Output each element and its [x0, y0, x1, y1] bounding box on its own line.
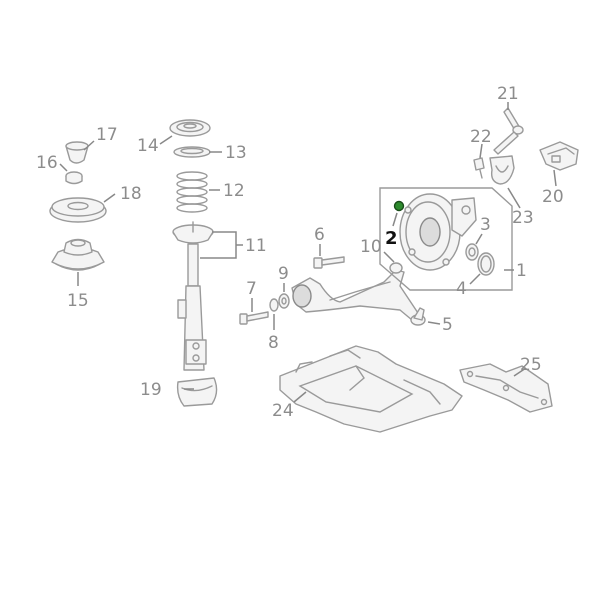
part-1-knuckle-assembly [379, 187, 513, 291]
label-5: 5 [442, 315, 453, 335]
part-20-bracket [539, 141, 579, 171]
part-3-bearing [465, 243, 479, 261]
label-16: 16 [36, 153, 58, 173]
label-21: 21 [497, 84, 519, 104]
label-15: 15 [67, 291, 89, 311]
part-15-strut-mount [51, 238, 105, 271]
part-23-stabilizer-clamp [489, 155, 515, 185]
part-14-top-mount [169, 119, 211, 137]
label-18: 18 [120, 184, 142, 204]
label-10: 10 [360, 237, 382, 257]
label-22: 22 [470, 127, 492, 147]
label-14: 14 [137, 136, 159, 156]
part-18-spring-pad [49, 197, 107, 223]
callout-labels: 17 16 18 15 14 13 12 11 6 7 8 9 10 5 2 3… [36, 84, 564, 421]
part-22-nut [473, 157, 485, 179]
label-24: 24 [272, 401, 294, 421]
part-7-bolt [239, 311, 269, 325]
label-6: 6 [314, 225, 325, 245]
label-2-highlighted: 2 [385, 228, 398, 249]
label-11: 11 [245, 236, 267, 256]
part-5-ball-joint [410, 307, 426, 326]
label-3: 3 [480, 215, 491, 235]
label-19: 19 [140, 380, 162, 400]
label-1: 1 [516, 261, 527, 281]
label-4: 4 [456, 279, 467, 299]
part-17-bump-cap [65, 141, 89, 164]
label-23: 23 [512, 208, 534, 228]
label-12: 12 [223, 181, 245, 201]
part-12-coil-spring [176, 171, 208, 213]
part-24-subframe [279, 345, 463, 433]
label-9: 9 [278, 264, 289, 284]
part-11-strut [172, 221, 214, 371]
part-2-highlighted-bolt [393, 200, 405, 212]
part-8-washer [269, 298, 279, 312]
label-13: 13 [225, 143, 247, 163]
label-17: 17 [96, 125, 118, 145]
label-7: 7 [246, 279, 257, 299]
part-21-link-rod [493, 107, 524, 155]
part-16-nut [65, 171, 83, 185]
part-19-cover [176, 377, 218, 407]
label-8: 8 [268, 333, 279, 353]
label-25: 25 [520, 355, 542, 375]
part-25-brace-plate [459, 363, 553, 413]
part-9-washer [278, 293, 290, 309]
leader-lines [59, 102, 557, 403]
part-10-control-arm [291, 262, 421, 321]
part-13-seat-ring [173, 146, 211, 158]
part-4-seal-ring [477, 252, 495, 276]
label-20: 20 [542, 187, 564, 207]
part-6-bolt [313, 256, 345, 269]
